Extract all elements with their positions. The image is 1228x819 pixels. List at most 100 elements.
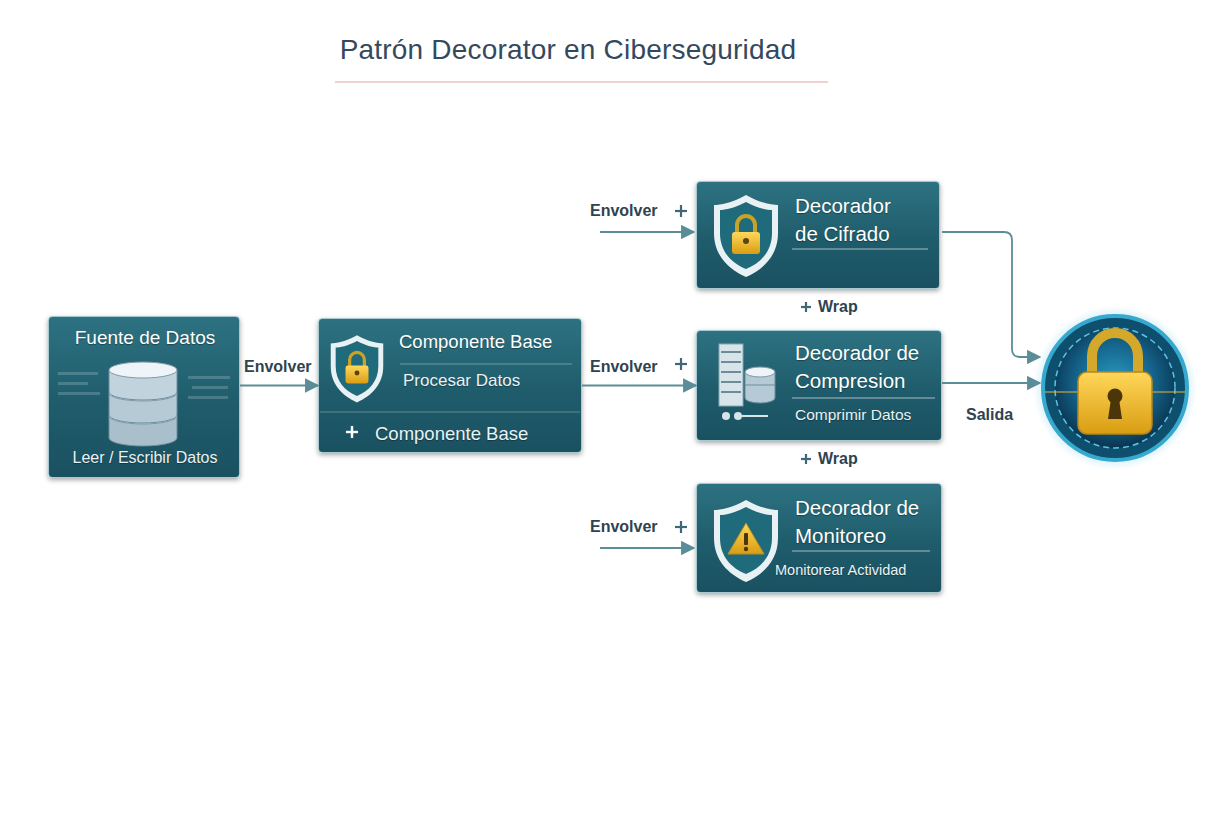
padlock-emblem-part [1092,333,1138,378]
shield-lock-icon-part [336,341,379,396]
shield-lock-icon [714,195,778,277]
shield-warning-icon-part [720,507,772,574]
process-box: Fuente de DatosLeer / Escribir Datos [48,316,240,478]
plus-symbol-part [680,205,682,217]
plus-symbol-part [675,363,687,365]
data-grid-part [188,396,228,399]
plus-symbol-part [801,306,811,308]
shield-warning-icon-part [744,533,748,545]
compression-icon-part [721,381,741,383]
title-underline [335,82,828,83]
node-subtitle: Leer / Escribir Datos [49,448,241,468]
data-grid-part [58,382,88,385]
shield-lock-icon-part [737,216,755,233]
edge-label: Envolver [590,358,658,376]
plus-symbol-part [675,526,687,528]
divider-line [320,412,580,413]
divider-line [792,398,935,399]
flow-label: Envolver [590,518,658,536]
data-grid-part [188,376,230,379]
shield-warning-icon-part [714,500,778,582]
plus-symbol-part [351,426,353,438]
node-subtitle: Monitorear Actividad [775,561,941,579]
database-icon-part [109,385,177,401]
plus-symbol-part [346,431,358,433]
compression-icon-part [721,351,741,353]
padlock-emblem-part [1108,399,1122,419]
compression-icon-part [745,367,775,377]
divider-line [792,551,930,552]
node-footer: Componente Base [375,422,575,445]
plus-symbol [346,426,358,438]
shield-warning-icon-part [744,547,748,551]
shield-lock-icon-part [720,202,772,269]
shield-lock-icon-part [743,238,749,244]
padlock-emblem [1033,306,1197,470]
leader-arrow [600,547,694,549]
padlock-emblem-part [1055,328,1175,448]
process-box: Decorador de Cifrado [696,181,940,289]
plus-symbol-part [680,521,682,533]
shield-lock-icon-part [355,370,360,375]
padlock-emblem-part [1043,316,1187,460]
flow-label: Salida [966,406,1013,424]
node-title: Decorador de Monitoreo [795,494,941,550]
compression-icon-part [721,371,741,373]
process-box: Componente BaseProcesar DatosComponente … [318,318,582,453]
plus-symbol-part [805,454,807,464]
compression-icon [719,344,775,420]
plus-symbol-part [801,458,811,460]
shield-lock-icon-part [714,195,778,277]
shield-lock-icon [331,335,383,402]
divider-line [400,364,572,365]
edge-label: Envolver [244,358,312,376]
shield-lock-icon-part [331,335,383,402]
padlock-emblem-part [1033,306,1197,470]
data-grid-part [192,386,228,389]
shield-lock-icon-part [346,366,369,384]
compression-icon-part [721,391,741,393]
shield-warning-icon [714,500,778,582]
padlock-emblem-part [1108,389,1123,404]
flow-label: Wrap [818,298,858,316]
node-subtitle: Procesar Datos [403,370,579,391]
shield-warning-icon-part [728,523,764,554]
database-icon-part [109,408,177,424]
data-grid-part [58,392,100,395]
node-title: Fuente de Datos [49,326,241,350]
compression-icon-part [742,415,768,417]
output-arrow [942,232,1040,357]
divider-line [792,249,928,250]
node-subtitle: Comprimir Datos [795,405,941,424]
database-icon [109,362,177,446]
node-title: Componente Base [399,330,581,353]
database-icon-part [109,416,177,446]
compression-icon-part [745,372,775,403]
diagram-title: Patrón Decorator en Ciberseguridad [268,34,868,66]
plus-symbol-part [805,302,807,312]
padlock-emblem-part [1078,372,1152,434]
compression-icon-part [721,361,741,363]
compression-icon-part [722,412,730,420]
database-icon-part [109,393,177,423]
padlock-emblem-part [1045,391,1185,393]
database-icon-part [109,370,177,400]
process-box: Decorador de CompresionComprimir Datos [696,330,942,441]
shield-lock-icon-part [732,232,760,254]
leader-arrow [600,231,694,233]
plus-symbol-part [680,358,682,370]
process-box: Decorador de MonitoreoMonitorear Activid… [696,483,942,593]
flow-label: Wrap [818,450,858,468]
compression-icon-part [745,385,775,386]
data-grid [58,372,230,399]
data-grid-part [58,372,98,375]
shield-lock-icon-part [350,352,365,366]
flow-label: Envolver [590,202,658,220]
flow-arrow [240,385,318,387]
node-title: Decorador de Cifrado [795,192,917,248]
compression-icon-part [734,412,742,420]
compression-icon-part [719,344,743,406]
database-icon-part [109,362,177,378]
plus-symbol [675,205,811,533]
plus-symbol-part [675,210,687,212]
